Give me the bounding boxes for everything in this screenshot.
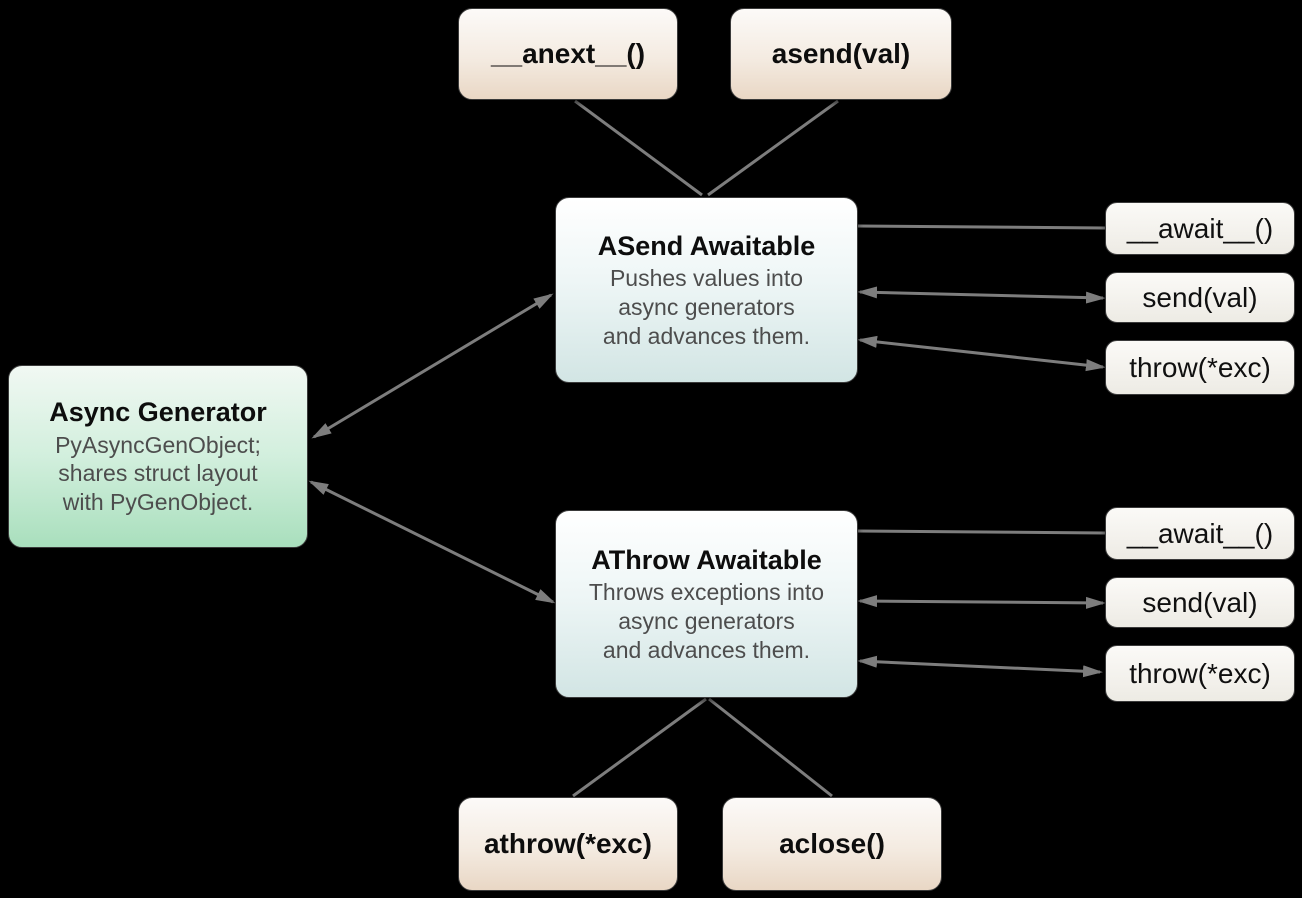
asend-send-method-label: send(val) bbox=[1142, 281, 1258, 313]
edge-async-generator-asend-awaitable bbox=[311, 293, 554, 439]
athrow-await-method-label: __await__() bbox=[1126, 517, 1274, 549]
asend-throw-method-box: throw(*exc) bbox=[1105, 340, 1295, 395]
athrow-awaitable-description: Throws exceptions into async generators … bbox=[588, 579, 825, 663]
athrow-awaitable-title: AThrow Awaitable bbox=[591, 544, 822, 575]
async-generator-description: PyAsyncGenObject; shares struct layout w… bbox=[55, 431, 261, 516]
athrow-method-label: athrow(*exc) bbox=[483, 828, 653, 859]
aclose-method-label: aclose() bbox=[779, 828, 885, 859]
asend-method-box: asend(val) bbox=[730, 8, 952, 100]
async-generator-title: Async Generator bbox=[49, 397, 267, 428]
asend-await-method-box: __await__() bbox=[1105, 202, 1295, 255]
edge-async-generator-athrow-awaitable bbox=[308, 480, 556, 604]
edge-asend-to-asend-awaitable bbox=[707, 99, 839, 197]
athrow-throw-method-label: throw(*exc) bbox=[1129, 657, 1271, 689]
edge-athrow-awaitable-to-await-2 bbox=[857, 529, 1106, 535]
edge-athrow-awaitable-to-aclose bbox=[708, 697, 833, 798]
athrow-await-method-box: __await__() bbox=[1105, 507, 1295, 560]
asend-awaitable-title: ASend Awaitable bbox=[597, 230, 816, 261]
athrow-send-method-box: send(val) bbox=[1105, 577, 1295, 628]
athrow-awaitable-box: AThrow Awaitable Throws exceptions into … bbox=[555, 510, 858, 698]
edge-athrow-awaitable-send-2 bbox=[857, 595, 1106, 609]
athrow-method-box: athrow(*exc) bbox=[458, 797, 678, 891]
async-generator-box: Async Generator PyAsyncGenObject; shares… bbox=[8, 365, 308, 548]
athrow-send-method-label: send(val) bbox=[1142, 586, 1258, 618]
anext-method-box: __anext__() bbox=[458, 8, 678, 100]
edge-anext-to-asend-awaitable bbox=[574, 99, 703, 197]
asend-await-method-label: __await__() bbox=[1126, 212, 1274, 244]
edge-athrow-awaitable-throw-2 bbox=[857, 655, 1103, 678]
aclose-method-box: aclose() bbox=[722, 797, 942, 891]
edge-asend-awaitable-throw-1 bbox=[857, 335, 1106, 372]
anext-method-label: __anext__() bbox=[490, 38, 646, 69]
athrow-throw-method-box: throw(*exc) bbox=[1105, 645, 1295, 702]
asend-awaitable-box: ASend Awaitable Pushes values into async… bbox=[555, 197, 858, 383]
edge-athrow-awaitable-to-athrow-method bbox=[572, 697, 707, 798]
asend-method-label: asend(val) bbox=[771, 38, 911, 69]
asend-send-method-box: send(val) bbox=[1105, 272, 1295, 323]
edge-asend-awaitable-to-await-1 bbox=[857, 224, 1106, 230]
asend-throw-method-label: throw(*exc) bbox=[1129, 351, 1271, 383]
edge-asend-awaitable-send-1 bbox=[857, 286, 1106, 304]
asend-awaitable-description: Pushes values into async generators and … bbox=[602, 265, 811, 349]
